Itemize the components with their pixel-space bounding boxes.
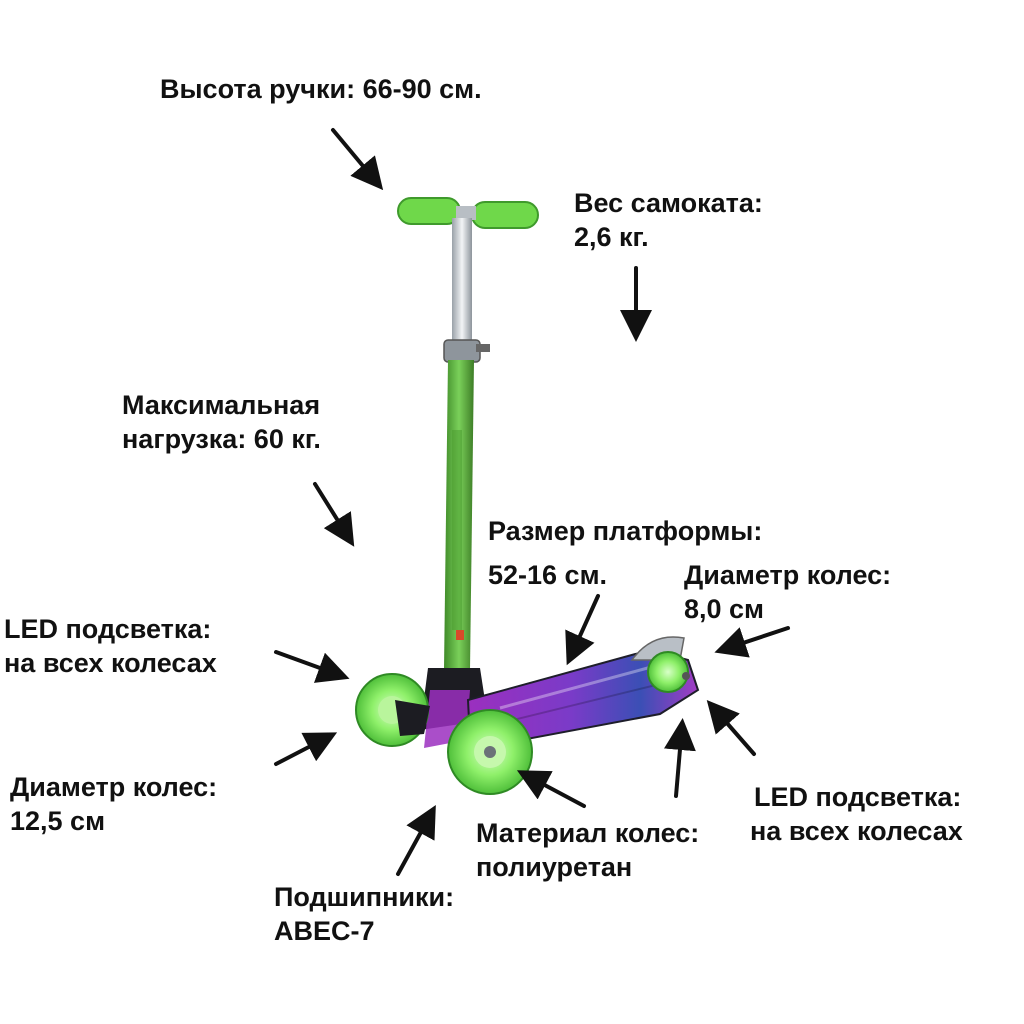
arrow-icon	[714, 626, 790, 658]
wheel-material-line-2: полиуретан	[476, 852, 633, 882]
arrow-icon	[313, 482, 355, 547]
rear-wheel-diameter-label: Диаметр колес: 8,0 см	[684, 558, 891, 626]
front-wheel-diameter-label: Диаметр колес: 12,5 см	[10, 770, 217, 838]
led-front-line-2: на всех колесах	[4, 648, 217, 678]
scooter-weight-line-1: Вес самоката:	[574, 188, 763, 218]
front-wheel-diameter-line-1: Диаметр колес:	[10, 772, 218, 802]
arrow-icon	[565, 594, 600, 666]
platform-size-label: Размер платформы: 52-16 см.	[488, 514, 762, 592]
arrow-icon	[274, 732, 338, 766]
arrow-icon	[274, 650, 350, 683]
bearings-line-1: Подшипники:	[274, 882, 455, 912]
rear-wheel-diameter-line-2: 8,0 см	[684, 594, 765, 624]
handle-height-line-1: Высота ручки: 66-90 см.	[160, 74, 482, 104]
rear-wheel-diameter-line-1: Диаметр колес:	[684, 560, 892, 590]
led-front-label: LED подсветка: на всех колесах	[4, 612, 217, 680]
kick-scooter-icon	[355, 197, 700, 795]
bearings-label: Подшипники: ABEC-7	[274, 880, 454, 948]
scooter-weight-line-2: 2,6 кг.	[574, 222, 649, 252]
led-rear-label: LED подсветка: на всех колесах	[750, 780, 963, 848]
wheel-material-line-1: Материал колес:	[476, 818, 700, 848]
scooter-weight-label: Вес самоката: 2,6 кг.	[574, 186, 763, 254]
max-load-label: Максимальная нагрузка: 60 кг.	[122, 388, 321, 456]
arrow-icon	[396, 804, 436, 876]
rear-wheel	[647, 651, 689, 693]
led-rear-line-2: на всех колесах	[750, 816, 963, 846]
front-wheel-diameter-line-2: 12,5 см	[10, 806, 106, 836]
arrow-icon	[664, 718, 696, 798]
led-front-line-1: LED подсветка:	[4, 614, 212, 644]
led-rear-line-1: LED подсветка:	[754, 782, 962, 812]
chrome-tube	[452, 218, 472, 350]
bearings-line-2: ABEC-7	[274, 916, 375, 946]
arrow-icon	[706, 699, 756, 756]
arrow-icon	[516, 770, 586, 808]
platform-size-line-2: 52-16 см.	[488, 560, 608, 590]
left-grip	[397, 197, 461, 225]
arrow-icon	[331, 128, 384, 191]
handle-height-label: Высота ручки: 66-90 см.	[160, 72, 482, 106]
wheel-material-label: Материал колес: полиуретан	[476, 816, 699, 884]
platform-size-line-1: Размер платформы:	[488, 516, 763, 546]
max-load-line-1: Максимальная	[122, 390, 321, 420]
height-clamp	[443, 339, 481, 363]
arrows	[274, 128, 790, 876]
right-grip	[471, 201, 539, 229]
max-load-line-2: нагрузка: 60 кг.	[122, 424, 321, 454]
